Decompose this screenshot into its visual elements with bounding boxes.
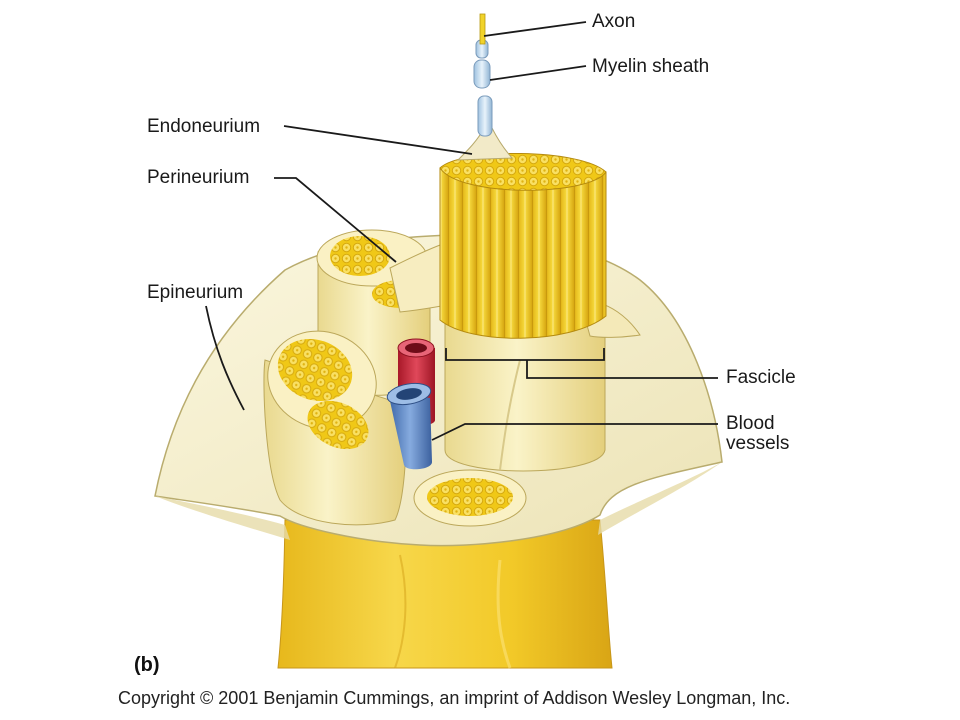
vein [386, 382, 432, 470]
axon-bundle [439, 153, 607, 339]
label-epineurium: Epineurium [147, 282, 244, 303]
leader-blood-vessels [431, 423, 718, 441]
label-blood-vessels-line2: vessels [726, 433, 790, 454]
label-blood-vessels-line1: Blood [726, 413, 775, 434]
single-axon [456, 13, 514, 161]
panel-label: (b) [134, 654, 160, 676]
leader-perineurium [274, 177, 397, 263]
label-axon: Axon [592, 11, 636, 32]
leader-lines [205, 21, 718, 441]
leader-axon [483, 21, 587, 37]
leader-myelin [489, 65, 587, 81]
leader-epineurium [205, 305, 245, 411]
fascicle-left [263, 330, 407, 526]
label-perineurium: Perineurium [147, 167, 250, 188]
leader-fascicle [526, 360, 718, 379]
fascicle-main [444, 299, 606, 472]
nerve-trunk [277, 519, 613, 669]
label-fascicle: Fascicle [726, 367, 796, 388]
bracket-fascicle [445, 348, 605, 361]
label-myelin-sheath: Myelin sheath [592, 56, 710, 77]
copyright-notice: Copyright © 2001 Benjamin Cummings, an i… [118, 688, 791, 708]
label-endoneurium: Endoneurium [147, 116, 261, 137]
leader-endoneurium [283, 125, 473, 155]
fascicle-bottom [413, 469, 527, 527]
